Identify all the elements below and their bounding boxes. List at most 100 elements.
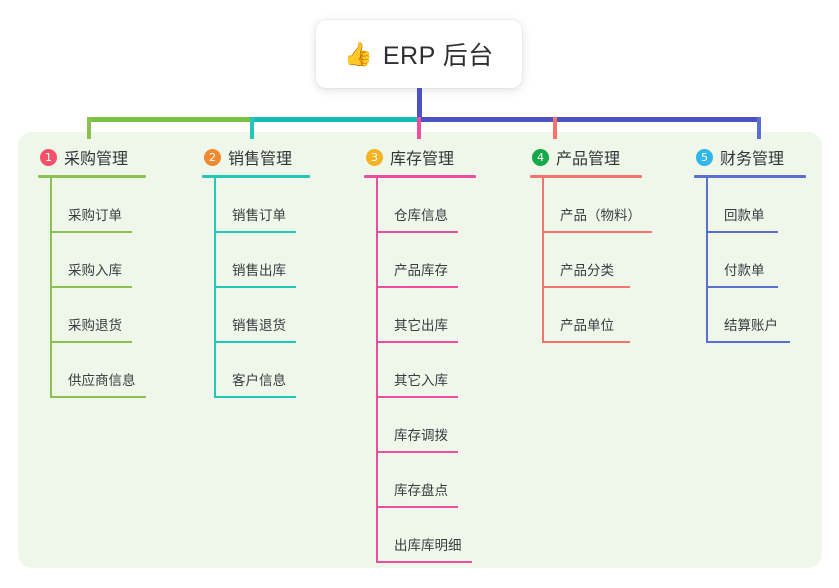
- list-item-rule: [50, 231, 132, 233]
- column-index-badge: 5: [696, 148, 713, 166]
- root-node-card[interactable]: 👍 ERP 后台: [316, 20, 522, 88]
- list-item-rule: [214, 286, 296, 288]
- list-item[interactable]: 出库库明细: [364, 508, 514, 563]
- list-item[interactable]: 回款单: [694, 178, 839, 233]
- column-rail: [214, 178, 216, 398]
- list-item-rule: [376, 451, 458, 453]
- list-item[interactable]: 付款单: [694, 233, 839, 288]
- column-header-3[interactable]: 3 库存管理: [364, 144, 514, 170]
- list-item-rule: [542, 231, 652, 233]
- list-item-rule: [214, 341, 296, 343]
- list-item-rule: [706, 231, 778, 233]
- list-item-label: 销售订单: [232, 208, 286, 223]
- list-item-rule: [542, 341, 630, 343]
- column-items: 回款单付款单结算账户: [694, 178, 839, 343]
- list-item[interactable]: 销售出库: [202, 233, 352, 288]
- list-item-rule: [376, 561, 472, 563]
- list-item-rule: [376, 286, 458, 288]
- list-item-rule: [706, 341, 790, 343]
- column-title: 财务管理: [720, 151, 785, 168]
- list-item-label: 产品库存: [394, 263, 448, 278]
- list-item-rule: [542, 286, 630, 288]
- list-item[interactable]: 库存调拨: [364, 398, 514, 453]
- list-item[interactable]: 采购入库: [38, 233, 188, 288]
- column-items: 销售订单销售出库销售退货客户信息: [202, 178, 352, 398]
- column-header-5[interactable]: 5 财务管理: [694, 144, 839, 170]
- column-rail: [376, 178, 378, 563]
- diagram-panel: [18, 132, 822, 568]
- list-item[interactable]: 其它入库: [364, 343, 514, 398]
- list-item[interactable]: 库存盘点: [364, 453, 514, 508]
- drop-connector-2: [250, 117, 254, 139]
- bus-segment-3: [417, 117, 761, 122]
- list-item-label: 采购订单: [68, 208, 122, 223]
- list-item-label: 产品分类: [560, 263, 614, 278]
- list-item[interactable]: 销售订单: [202, 178, 352, 233]
- column-index-badge: 4: [532, 148, 549, 166]
- column-rail: [50, 178, 52, 398]
- column-items: 采购订单采购入库采购退货供应商信息: [38, 178, 188, 398]
- list-item[interactable]: 采购退货: [38, 288, 188, 343]
- drop-connector-3: [417, 117, 421, 139]
- list-item-label: 销售出库: [232, 263, 286, 278]
- list-item-rule: [376, 341, 458, 343]
- list-item-label: 结算账户: [724, 318, 778, 333]
- list-item[interactable]: 供应商信息: [38, 343, 188, 398]
- drop-connector-4: [553, 117, 557, 139]
- page-title: ERP 后台: [382, 42, 494, 70]
- trunk-connector: [417, 88, 422, 120]
- list-item-rule: [50, 341, 132, 343]
- column-title: 采购管理: [64, 151, 129, 168]
- column-header-rule: [202, 175, 310, 178]
- column-header-1[interactable]: 1 采购管理: [38, 144, 188, 170]
- list-item[interactable]: 产品分类: [530, 233, 680, 288]
- column-header-rule: [364, 175, 476, 178]
- list-item[interactable]: 其它出库: [364, 288, 514, 343]
- list-item-rule: [214, 396, 296, 398]
- list-item-rule: [376, 231, 458, 233]
- list-item-label: 付款单: [724, 263, 765, 278]
- column-rail: [706, 178, 708, 343]
- list-item-rule: [214, 231, 296, 233]
- list-item[interactable]: 产品（物料）: [530, 178, 680, 233]
- list-item-label: 采购入库: [68, 263, 122, 278]
- column-items: 仓库信息产品库存其它出库其它入库库存调拨库存盘点出库库明细: [364, 178, 514, 563]
- list-item-label: 采购退货: [68, 318, 122, 333]
- list-item-label: 其它入库: [394, 373, 448, 388]
- column-title: 库存管理: [390, 151, 455, 168]
- list-item[interactable]: 结算账户: [694, 288, 839, 343]
- list-item-label: 仓库信息: [394, 208, 448, 223]
- list-item-label: 销售退货: [232, 318, 286, 333]
- drop-connector-5: [757, 117, 761, 139]
- list-item-label: 客户信息: [232, 373, 286, 388]
- list-item-label: 回款单: [724, 208, 765, 223]
- column-header-rule: [38, 175, 146, 178]
- list-item[interactable]: 产品单位: [530, 288, 680, 343]
- thumbs-up-icon: 👍: [344, 40, 373, 67]
- list-item-rule: [706, 286, 778, 288]
- column-header-rule: [530, 175, 642, 178]
- list-item[interactable]: 客户信息: [202, 343, 352, 398]
- list-item-label: 其它出库: [394, 318, 448, 333]
- list-item[interactable]: 产品库存: [364, 233, 514, 288]
- bus-segment-2: [250, 117, 417, 122]
- column-title: 销售管理: [228, 151, 293, 168]
- list-item-label: 产品单位: [560, 318, 614, 333]
- column-index-badge: 3: [366, 148, 383, 166]
- column-index-badge: 1: [40, 148, 57, 166]
- list-item-rule: [376, 396, 458, 398]
- list-item-label: 库存盘点: [394, 483, 448, 498]
- list-item[interactable]: 销售退货: [202, 288, 352, 343]
- column-title: 产品管理: [556, 151, 621, 168]
- column-3: 3 库存管理仓库信息产品库存其它出库其它入库库存调拨库存盘点出库库明细: [364, 144, 514, 563]
- list-item-rule: [376, 506, 458, 508]
- list-item-label: 产品（物料）: [560, 208, 641, 223]
- list-item[interactable]: 仓库信息: [364, 178, 514, 233]
- list-item[interactable]: 采购订单: [38, 178, 188, 233]
- column-rail: [542, 178, 544, 343]
- column-header-4[interactable]: 4 产品管理: [530, 144, 680, 170]
- column-1: 1 采购管理采购订单采购入库采购退货供应商信息: [38, 144, 188, 398]
